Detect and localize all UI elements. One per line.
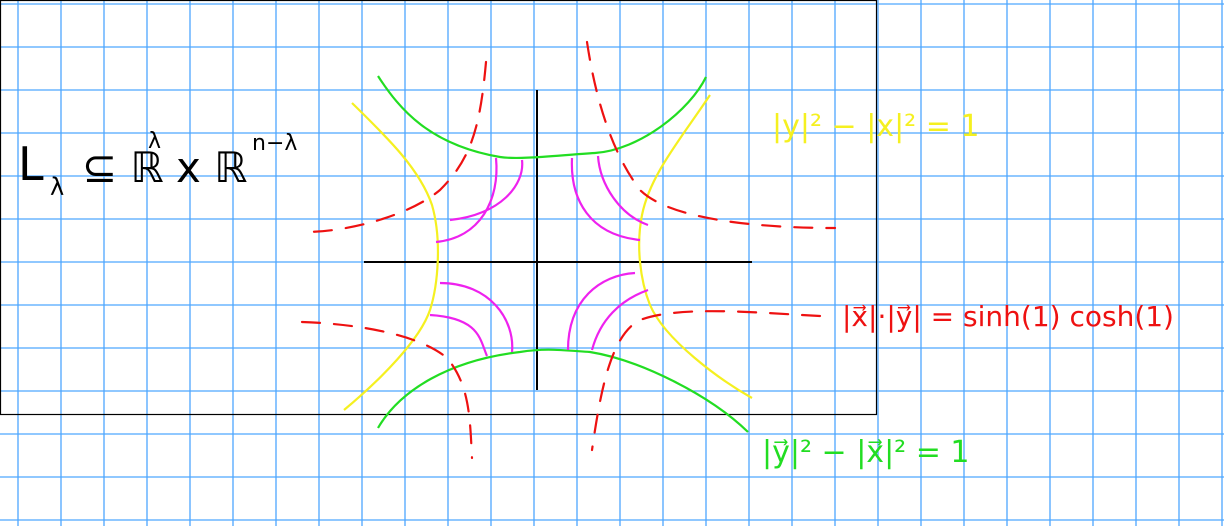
title-subscript: λ [50,173,64,201]
frame-border [0,0,878,416]
title-exponent-1: λ [148,129,161,154]
green-hyperbola-top [377,75,707,160]
yellow-equation-label: |y|² − |x|² = 1 [772,109,980,144]
magenta-q2-outer [596,155,649,227]
red-dashed-bottom-right [590,310,822,452]
red-dashed-top-right [585,40,837,230]
title-exponent-2: n−λ [252,131,297,156]
red-dashed-bottom-left [300,320,474,460]
magenta-q1-inner [435,157,498,244]
magenta-q1-outer [449,159,524,222]
yellow-hyperbola-left [343,102,439,411]
magenta-q4-outer [590,288,649,351]
magenta-q2-inner [570,157,641,242]
title-times-R: x ℝ [176,143,247,192]
title-L: L [18,137,44,191]
magenta-q3-outer [429,313,489,357]
yellow-hyperbola-right [638,94,753,399]
green-hyperbola-bottom [377,348,749,433]
red-dashed-curves [300,40,837,460]
red-dashed-top-left [302,60,488,234]
magenta-curves [429,155,649,357]
title-subset-R: ⊆ ℝ [82,143,164,192]
magenta-q4-inner [566,271,636,351]
red-equation-label: |x⃗|·|y⃗| = sinh(1) cosh(1) [842,300,1174,333]
green-equation-label: |y⃗|² − |x⃗|² = 1 [762,435,970,470]
title-formula: L λ ⊆ ℝ λ x ℝ n−λ [18,129,297,201]
magenta-q3-inner [439,281,514,353]
